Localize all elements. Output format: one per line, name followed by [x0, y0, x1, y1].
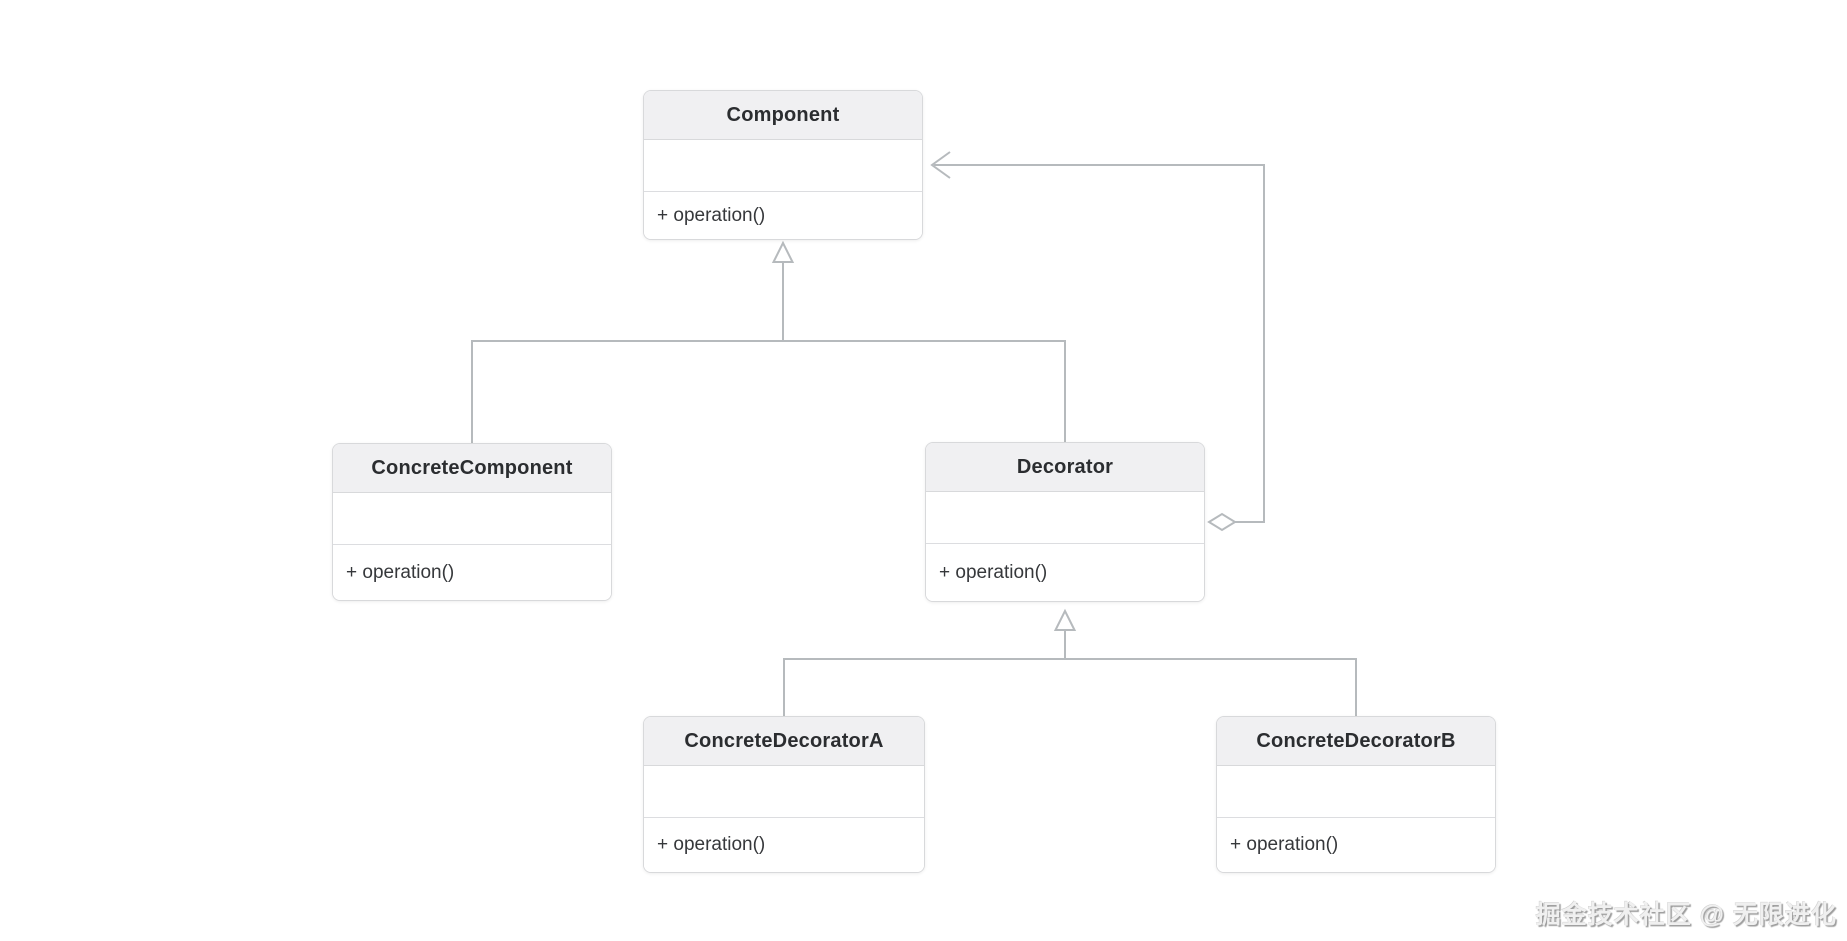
hollow-triangle-arrowhead-component	[771, 240, 795, 263]
generalization-edges-to-decorator	[783, 608, 1357, 716]
class-box-decorator: Decorator + operation()	[925, 442, 1205, 602]
class-title-concrete-component: ConcreteComponent	[333, 444, 611, 493]
class-attributes-concrete-decorator-b	[1217, 766, 1495, 818]
class-box-concrete-decorator-a: ConcreteDecoratorA + operation()	[643, 716, 925, 873]
class-method-decorator: + operation()	[926, 544, 1204, 601]
generalization-line-concretedecorators	[783, 658, 1357, 716]
class-title-concrete-decorator-a: ConcreteDecoratorA	[644, 717, 924, 766]
class-box-concrete-component: ConcreteComponent + operation()	[332, 443, 612, 601]
generalization-line-concretecomponent	[471, 340, 1066, 443]
hollow-diamond-aggregation	[1207, 512, 1237, 532]
hollow-triangle-arrowhead-decorator	[1053, 608, 1077, 631]
class-title-component: Component	[644, 91, 922, 140]
class-title-concrete-decorator-b: ConcreteDecoratorB	[1217, 717, 1495, 766]
class-attributes-concrete-component	[333, 493, 611, 545]
class-title-decorator: Decorator	[926, 443, 1204, 492]
class-attributes-decorator	[926, 492, 1204, 544]
class-attributes-concrete-decorator-a	[644, 766, 924, 818]
class-method-concrete-decorator-b: + operation()	[1217, 818, 1495, 872]
watermark-text: 掘金技术社区 @ 无限进化	[1535, 901, 1837, 929]
open-arrowhead-into-component	[930, 151, 951, 179]
class-method-concrete-decorator-a: + operation()	[644, 818, 924, 872]
class-method-concrete-component: + operation()	[333, 545, 611, 600]
class-method-component: + operation()	[644, 192, 922, 239]
class-box-concrete-decorator-b: ConcreteDecoratorB + operation()	[1216, 716, 1496, 873]
class-box-component: Component + operation()	[643, 90, 923, 240]
class-attributes-component	[644, 140, 922, 192]
generalization-edges-to-component	[471, 240, 1066, 443]
